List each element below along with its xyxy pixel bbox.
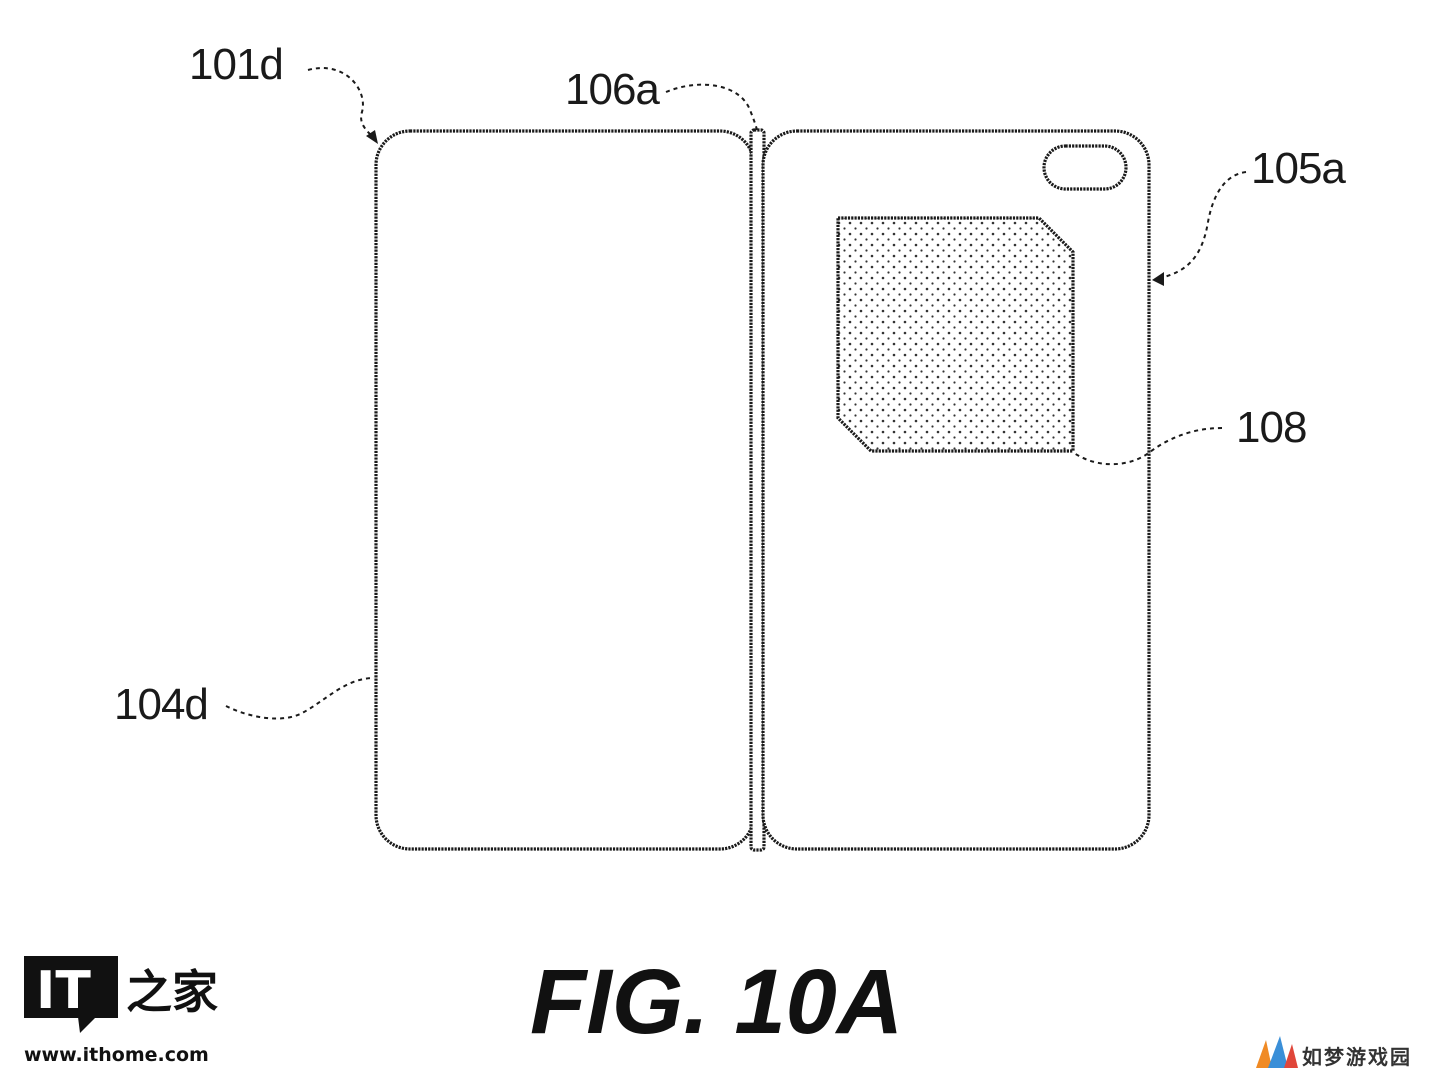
rumeng-sail-orange bbox=[1256, 1040, 1272, 1068]
leader-106a bbox=[665, 83, 758, 131]
rumeng-text: 如梦游戏园 bbox=[1302, 1045, 1412, 1069]
ithome-logo-box bbox=[24, 956, 118, 1018]
arrow-head-105a bbox=[1152, 272, 1164, 286]
label-106a: 106a bbox=[565, 65, 660, 114]
camera-lens-oval bbox=[1042, 144, 1128, 191]
ithome-logo-text: IT bbox=[36, 961, 91, 1021]
rumeng-sail-blue bbox=[1268, 1036, 1288, 1068]
label-108: 108 bbox=[1236, 403, 1306, 452]
leader-101d bbox=[307, 67, 375, 139]
rumeng-sail-icon bbox=[1256, 1036, 1298, 1068]
arrow-head-101d bbox=[366, 130, 378, 144]
ithome-logo-tail bbox=[78, 1017, 96, 1033]
figure-caption: FIG. 10A bbox=[530, 951, 903, 1053]
hinge-outline bbox=[749, 128, 766, 852]
leader-108 bbox=[1073, 427, 1223, 466]
label-104d: 104d bbox=[114, 680, 208, 729]
label-101d: 101d bbox=[189, 40, 283, 89]
leader-104d bbox=[225, 677, 375, 720]
left-panel-outline bbox=[374, 129, 756, 851]
label-105a: 105a bbox=[1251, 144, 1346, 193]
rumeng-sail-red bbox=[1284, 1044, 1298, 1068]
rumeng-watermark: 如梦游戏园 bbox=[1256, 1036, 1412, 1069]
leader-105a bbox=[1159, 171, 1247, 279]
ithome-url: www.ithome.com bbox=[24, 1044, 209, 1066]
camera-module-dotted bbox=[836, 216, 1075, 453]
ithome-watermark: IT 之家 www.ithome.com bbox=[24, 956, 218, 1066]
ithome-logo-cn: 之家 bbox=[126, 965, 218, 1019]
